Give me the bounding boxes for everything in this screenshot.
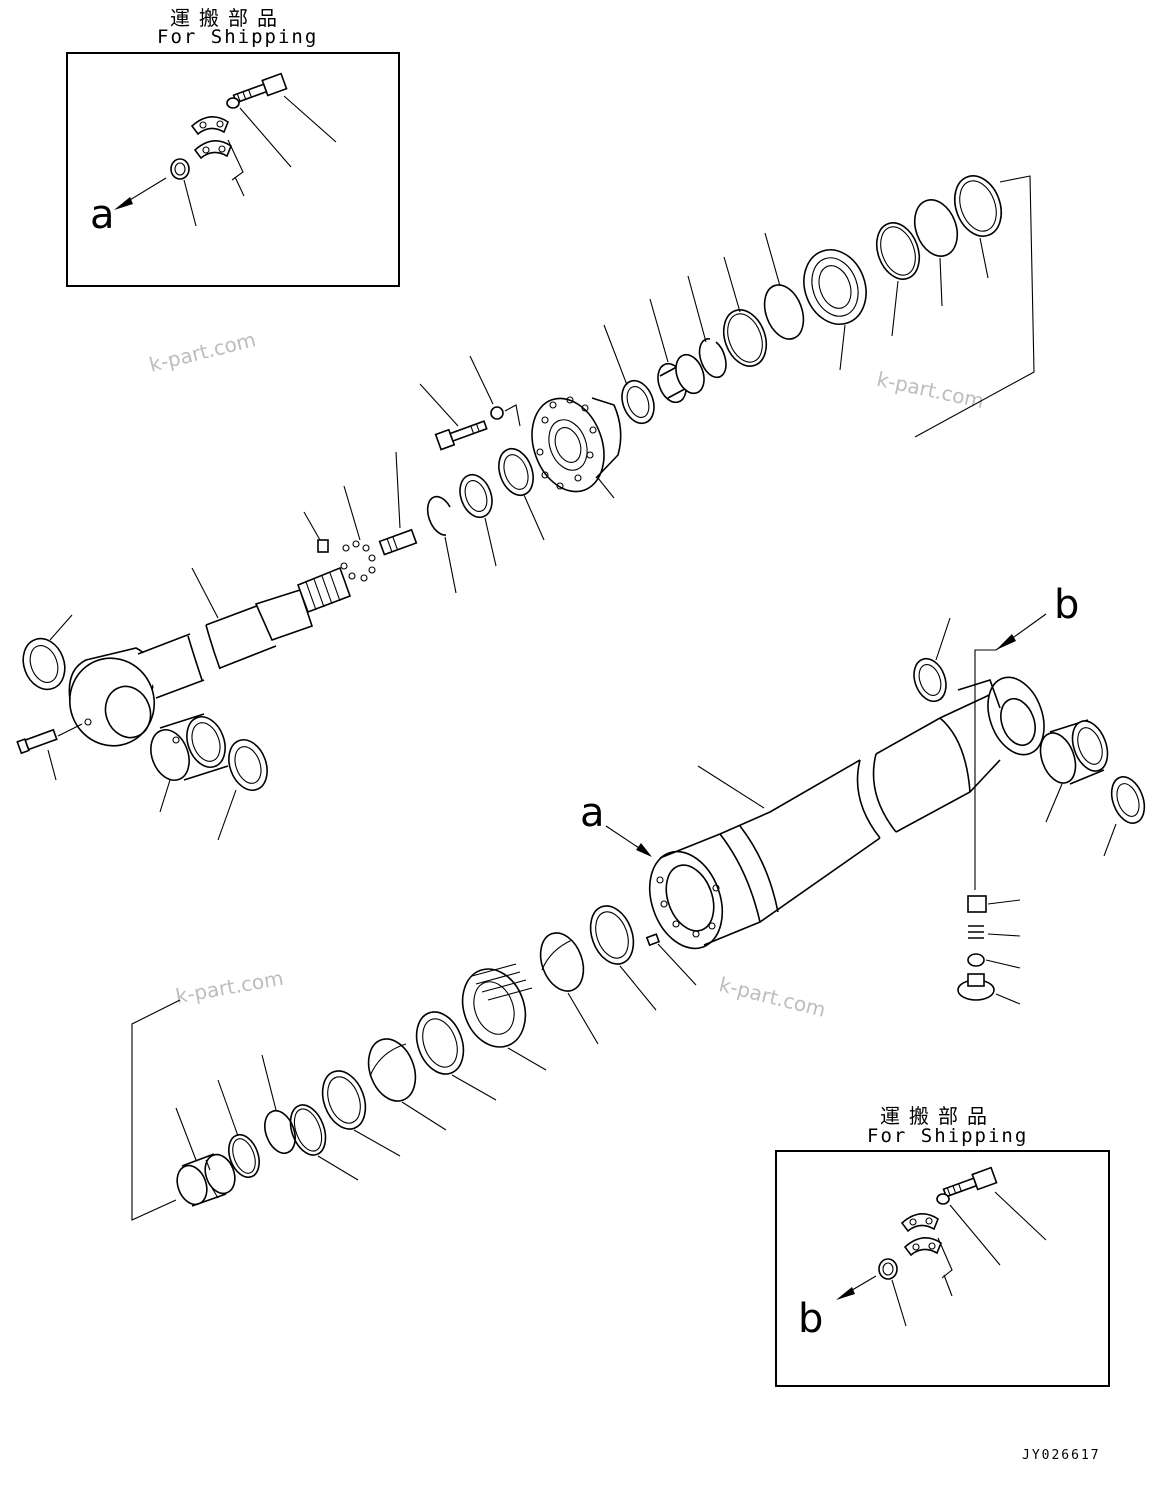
- cylinder-tube: [605, 613, 1146, 1005]
- inset-b-parts: [836, 1166, 1047, 1327]
- inset-a-box: [66, 52, 400, 287]
- ref-letter-b-main: b: [1054, 582, 1080, 628]
- inset-a-parts: [114, 72, 337, 227]
- inset-a-title-en: For Shipping: [157, 26, 319, 48]
- seal-stack-upper: [419, 175, 1035, 594]
- piston-rod: [16, 451, 418, 841]
- inset-b-box: [775, 1150, 1110, 1387]
- ref-letter-a-main: a: [580, 790, 605, 836]
- inset-b-title-jp: 運搬部品: [880, 1104, 996, 1128]
- ball-ring: [340, 540, 376, 582]
- ref-letter-a-inset: a: [90, 192, 115, 238]
- inset-a-title-jp: 運搬部品: [170, 6, 286, 30]
- seal-stack-lower: [131, 905, 657, 1221]
- inset-b-title-en: For Shipping: [867, 1125, 1029, 1147]
- ref-letter-b-inset: b: [798, 1296, 824, 1342]
- drawing-code: JY026617: [1022, 1448, 1101, 1463]
